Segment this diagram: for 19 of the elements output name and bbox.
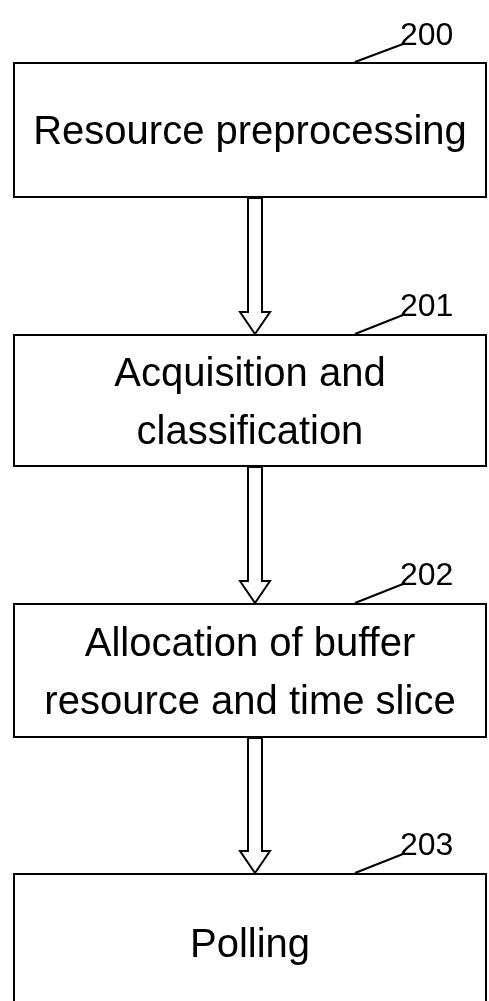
reference-number: 201 [400,289,454,321]
leader-line [354,314,404,335]
process-box [13,334,487,467]
reference-number: 202 [400,558,454,590]
box-label: Resource preprocessing [33,107,467,154]
hollow-arrow [238,466,272,605]
leader-line [354,583,404,604]
reference-number: 200 [400,18,454,50]
hollow-arrow [238,197,272,336]
box-label: Polling [189,920,311,967]
leader-line [354,853,404,874]
box-label: Allocation of buffer resource and time slice [43,618,457,724]
process-box [13,873,487,1001]
process-box [13,603,487,738]
hollow-arrow [238,737,272,875]
leader-line [354,43,404,63]
process-box [13,62,487,198]
box-label: Acquisition and classification [113,348,387,454]
reference-number: 203 [400,828,454,860]
